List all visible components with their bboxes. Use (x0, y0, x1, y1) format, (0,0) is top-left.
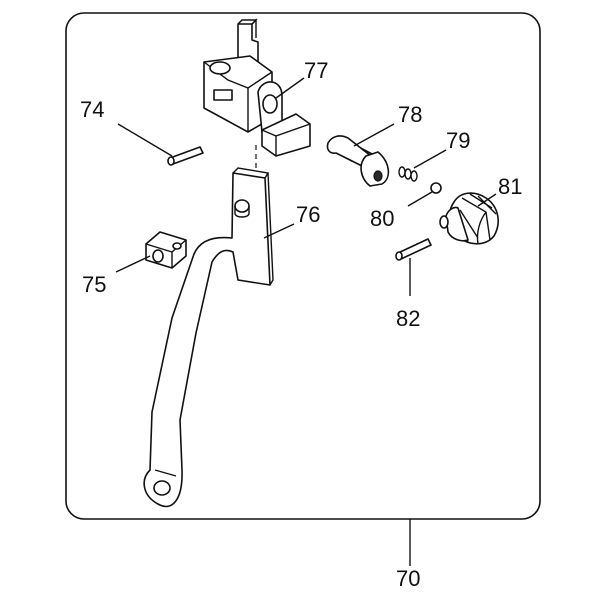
callout-78: 78 (398, 102, 422, 127)
callout-75: 75 (82, 272, 106, 297)
callout-80: 80 (370, 206, 394, 231)
leader-75 (115, 255, 151, 273)
leader-76 (263, 223, 295, 239)
ball-part-80 (430, 182, 442, 194)
callout-70: 70 (396, 566, 420, 591)
callout-74: 74 (80, 97, 104, 122)
collar-part-75 (145, 231, 187, 269)
callout-77: 77 (304, 58, 328, 83)
screw-shaft-part-78 (326, 135, 390, 187)
leader-81 (477, 193, 497, 207)
leader-80 (407, 191, 433, 207)
pin-part-82 (395, 238, 432, 261)
callout-82: 82 (396, 306, 420, 331)
assembly-frame (65, 12, 541, 520)
leader-79 (413, 149, 447, 169)
leader-74 (117, 123, 173, 157)
callout-79: 79 (446, 128, 470, 153)
leader-78 (353, 123, 395, 147)
pin-part-74 (167, 146, 204, 166)
leader-77 (275, 77, 305, 99)
knob-part-81 (439, 192, 499, 245)
bracket-part-77 (203, 18, 311, 157)
lever-part-76 (143, 167, 274, 508)
callout-81: 81 (498, 174, 522, 199)
spring-part-79 (398, 166, 418, 182)
callout-76: 76 (296, 202, 320, 227)
